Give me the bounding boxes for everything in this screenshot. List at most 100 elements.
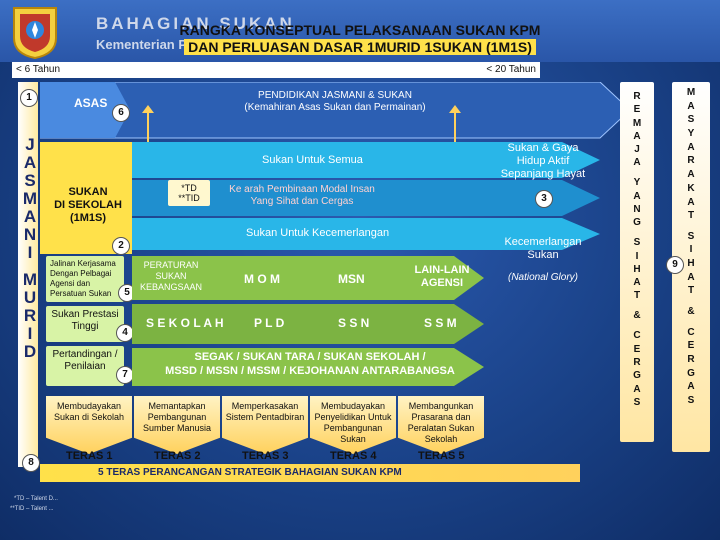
column-letter: I xyxy=(635,250,639,262)
sukan-sekolah-line-2: DI SEKOLAH xyxy=(54,199,122,211)
column-letter: J xyxy=(634,144,640,156)
brand-name: BAHAGIAN SUKAN xyxy=(96,14,295,33)
column-letter: E xyxy=(633,104,641,116)
column-letter: S xyxy=(687,230,695,242)
column-letter: D xyxy=(23,342,37,361)
column-letter: & xyxy=(633,310,641,322)
column-letter: A xyxy=(687,100,695,112)
green-arrow-band xyxy=(132,256,484,386)
column-letter xyxy=(628,303,646,310)
td-box: *TD **TID xyxy=(168,180,210,206)
column-letter: H xyxy=(633,263,641,275)
column-letter: A xyxy=(687,141,695,153)
column-letter: H xyxy=(687,258,695,270)
column-letter: C xyxy=(633,330,641,342)
age-range-right: < 20 Tahun xyxy=(486,64,536,75)
age-range-left: < 6 Tahun xyxy=(16,64,61,75)
sukan-sekolah-line-1: SUKAN xyxy=(68,186,108,198)
column-letter: R xyxy=(633,91,641,102)
teras-label: TERAS 3 xyxy=(242,450,289,462)
segak-label: SEGAK / SUKAN TARA / SUKAN SEKOLAH / MSS… xyxy=(150,350,470,378)
pjk-line-1: PENDIDIKAN JASMANI & SUKAN xyxy=(258,90,412,101)
column-letter: S xyxy=(633,396,641,408)
column-letter xyxy=(682,223,700,230)
segak-line-2: MSSD / MSSN / MSSM / KEJOHANAN ANTARABAN… xyxy=(165,365,455,377)
column-letter: I xyxy=(689,244,693,256)
page-title: RANGKA KONSEPTUAL PELAKSANAAN SUKAN KPM … xyxy=(130,22,590,56)
column-letter: M xyxy=(632,117,642,129)
sukan-kecemerlangan: Sukan Untuk Kecemerlangan xyxy=(246,227,390,239)
column-letter xyxy=(20,261,40,270)
badge-1: 1 xyxy=(20,89,38,107)
column-letter: T xyxy=(687,285,695,297)
arrow-band xyxy=(132,142,600,250)
column-letter: S xyxy=(687,114,695,126)
column-letter: G xyxy=(633,217,641,229)
glory-label: (National Glory) xyxy=(507,272,579,283)
column-letter: U xyxy=(23,288,37,307)
pjk-line-2: (Kemahiran Asas Sukan dan Permainan) xyxy=(244,102,426,113)
asas-label: ASAS xyxy=(74,96,108,110)
column-letter: G xyxy=(687,367,695,379)
column-letter xyxy=(682,298,700,305)
prestasi-box: Sukan Prestasi Tinggi xyxy=(46,306,124,342)
column-letter: E xyxy=(687,340,695,352)
column-letter xyxy=(628,230,646,237)
teras-label: TERAS 2 xyxy=(154,450,201,462)
column-letter: A xyxy=(687,381,695,393)
column-letter: G xyxy=(633,370,641,382)
ministry-logo-icon xyxy=(13,7,57,60)
pertandingan-box: Pertandingan / Penilaian xyxy=(46,346,124,386)
column-letter: S xyxy=(633,237,641,249)
modal-insan-line-1: Ke arah Pembinaan Modal Insan xyxy=(229,184,375,195)
title-line-1: RANGKA KONSEPTUAL PELAKSANAAN SUKAN KPM xyxy=(179,22,541,38)
column-letter: M xyxy=(22,270,38,289)
column-letter: I xyxy=(27,243,33,262)
footnote-2: **TID – Talent ... xyxy=(10,506,54,512)
teras-box: Membangunkan Prasarana dan Peralatan Suk… xyxy=(398,396,484,454)
teras-label: TERAS 5 xyxy=(418,450,465,462)
pld-label: P L D xyxy=(254,316,285,330)
column-letter: N xyxy=(23,225,37,244)
segak-line-1: SEGAK / SUKAN TARA / SUKAN SEKOLAH / xyxy=(194,351,426,363)
column-letter: A xyxy=(633,383,641,395)
column-letter: Y xyxy=(687,128,695,140)
column-letter: J xyxy=(25,135,35,154)
mom-label: M O M xyxy=(244,272,280,286)
teras-box: Memantapkan Pembangunan Sumber Manusia xyxy=(134,396,220,454)
up-arrows xyxy=(142,105,461,143)
column-letter: M xyxy=(22,189,38,208)
ssm-label: S S M xyxy=(424,316,457,330)
column-letter xyxy=(682,319,700,326)
column-letter: A xyxy=(687,271,695,283)
sukan-sekolah-label: SUKAN DI SEKOLAH (1M1S) xyxy=(48,186,128,225)
column-letter: R xyxy=(687,155,695,167)
teras-label: TERAS 4 xyxy=(330,450,377,462)
teras-label: TERAS 1 xyxy=(66,450,113,462)
column-letter: A xyxy=(687,196,695,208)
column-letter: A xyxy=(23,207,37,226)
column-letter: A xyxy=(633,157,641,169)
column-letter: Y xyxy=(633,177,641,189)
column-letter: R xyxy=(633,356,641,368)
column-letter: E xyxy=(633,343,641,355)
peraturan-label: PERATURAN SUKAN KEBANGSAAN xyxy=(140,260,203,292)
ssn-label: S S N xyxy=(338,316,370,330)
left-vertical-bar xyxy=(18,82,38,467)
sukan-sekolah-line-3: (1M1S) xyxy=(69,212,107,224)
kecemerlangan-label: Kecemerlangan Sukan xyxy=(504,236,582,261)
column-letter: I xyxy=(27,324,33,343)
column-letter: T xyxy=(687,210,695,222)
column-letter: T xyxy=(633,290,641,302)
column-letter: R xyxy=(23,306,37,325)
footnote-1: *TD – Talent D... xyxy=(14,496,58,502)
column-letter: K xyxy=(687,182,695,194)
badge-2: 2 xyxy=(112,237,130,255)
column-letter: A xyxy=(23,153,37,172)
badge-8: 8 xyxy=(22,454,40,472)
modal-insan-line-2: Yang Sihat dan Cergas xyxy=(250,196,354,207)
column-letter: A xyxy=(633,190,641,202)
